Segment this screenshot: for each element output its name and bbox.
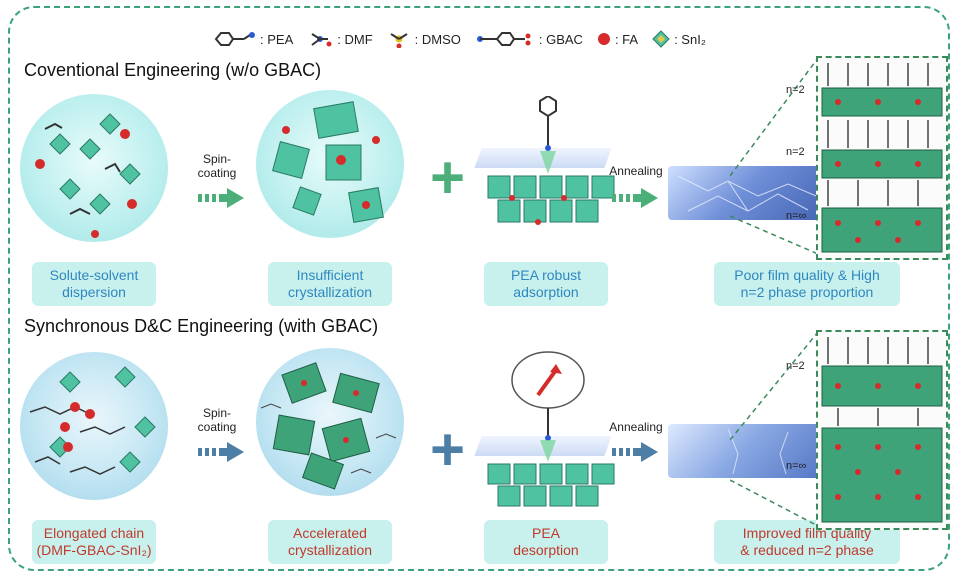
- legend-sni2: : SnI₂: [652, 30, 706, 48]
- legend-dmf: : DMF: [307, 30, 373, 48]
- sni2-octahedron-icon: [652, 30, 670, 48]
- top-caption-2: Insufficient crystallization: [268, 262, 392, 306]
- pea-adsorption-illustration: [487, 96, 615, 225]
- bottom-spin-label: Spin- coating: [197, 406, 237, 434]
- top-crystal-circle: [256, 90, 404, 238]
- legend-pea: : PEA: [210, 30, 293, 48]
- legend: : PEA : DMF : DMSO : GBAC: [210, 24, 706, 54]
- top-structure-panel: [816, 56, 948, 260]
- fa-sphere-icon: [597, 33, 610, 45]
- top-phase-label-2: n=2: [786, 146, 805, 158]
- bottom-phase-label-1: n=2: [786, 360, 805, 372]
- legend-gbac: : GBAC: [475, 30, 583, 48]
- top-zoom-lines: [730, 57, 819, 255]
- insufficient-crystallization-illustration: [272, 101, 384, 223]
- pea-desorption-illustration: [487, 351, 615, 507]
- solute-dispersion-illustration: [35, 113, 141, 238]
- top-anneal-arrow-icon: [612, 188, 658, 208]
- top-caption-4: Poor film quality & High n=2 phase propo…: [714, 262, 900, 306]
- legend-fa: : FA: [597, 32, 638, 47]
- dmso-molecule-icon: [390, 33, 408, 48]
- bottom-caption-1: Elongated chain (DMF-GBAC-SnI₂): [32, 520, 156, 564]
- top-phase-label-3: n=∞: [786, 210, 807, 222]
- bottom-phase-label-2: n=∞: [786, 460, 807, 472]
- dmf-molecule-icon: [311, 33, 332, 47]
- accelerated-crystallization-illustration: [260, 362, 397, 490]
- top-section-title: Coventional Engineering (w/o GBAC): [24, 60, 322, 80]
- bottom-anneal-arrow-icon: [612, 442, 658, 462]
- pea-molecule-icon: [214, 32, 255, 46]
- bottom-caption-3: PEA desorption: [484, 520, 608, 564]
- gbac-molecule-icon: [476, 32, 531, 46]
- bottom-anneal-label: Annealing: [609, 420, 663, 434]
- top-caption-3: PEA robust adsorption: [484, 262, 608, 306]
- bottom-spin-arrow-icon: [198, 442, 244, 462]
- legend-dmso: : DMSO: [387, 30, 461, 48]
- top-phase-label-1: n=2: [786, 84, 805, 96]
- bottom-film-block: [668, 424, 838, 478]
- dense-perovskite-structure-illustration: [821, 337, 943, 523]
- bottom-caption-2: Accelerated crystallization: [268, 520, 392, 564]
- bottom-plus-icon: +: [430, 416, 466, 483]
- top-spin-label: Spin- coating: [197, 152, 237, 180]
- film-cracks-illustration: [677, 175, 829, 212]
- bottom-zoom-lines: [730, 331, 819, 527]
- bottom-structure-panel: [816, 330, 948, 530]
- top-anneal-label: Annealing: [609, 164, 663, 178]
- bottom-crystal-circle: [256, 348, 404, 496]
- layered-perovskite-structure-illustration: [821, 63, 943, 253]
- top-solution-circle: [20, 94, 168, 242]
- top-caption-1: Solute-solvent dispersion: [32, 262, 156, 306]
- elongated-chain-illustration: [29, 366, 156, 475]
- bottom-section-title: Synchronous D&C Engineering (with GBAC): [24, 316, 379, 336]
- top-plus-icon: +: [430, 144, 466, 211]
- top-spin-arrow-icon: [198, 188, 244, 208]
- outer-frame: [8, 6, 950, 571]
- bottom-solution-circle: [20, 352, 168, 500]
- top-film-block: [668, 166, 838, 220]
